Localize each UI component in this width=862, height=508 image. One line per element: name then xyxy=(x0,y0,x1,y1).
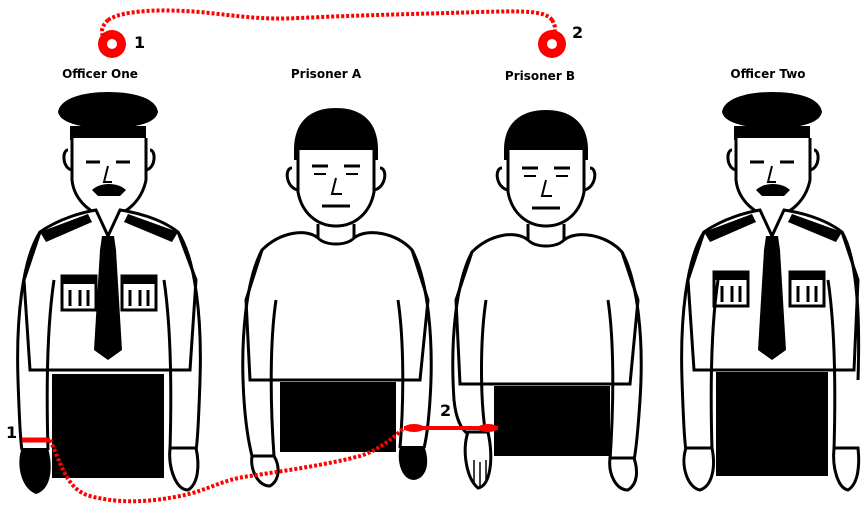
prisoner-b-label: Prisoner B xyxy=(505,69,575,83)
wrist-cuff-number-1: 1 xyxy=(6,423,17,442)
top-chain xyxy=(102,10,555,38)
cuff-2-icon xyxy=(538,30,566,58)
prisoner-a-label: Prisoner A xyxy=(291,67,362,81)
top-cuff-number-1: 1 xyxy=(134,33,145,52)
officer-one-figure xyxy=(18,92,201,494)
top-cuff-number-2: 2 xyxy=(572,23,583,42)
officer-two-label: Officer Two xyxy=(730,67,805,81)
wrist-cuff-number-2: 2 xyxy=(440,401,451,420)
officer-one-label: Officer One xyxy=(62,67,138,81)
prisoner-b-figure xyxy=(453,110,641,490)
top-chain-line xyxy=(108,10,552,20)
officer-two-figure xyxy=(682,92,859,490)
cuff-1-icon xyxy=(98,30,126,58)
